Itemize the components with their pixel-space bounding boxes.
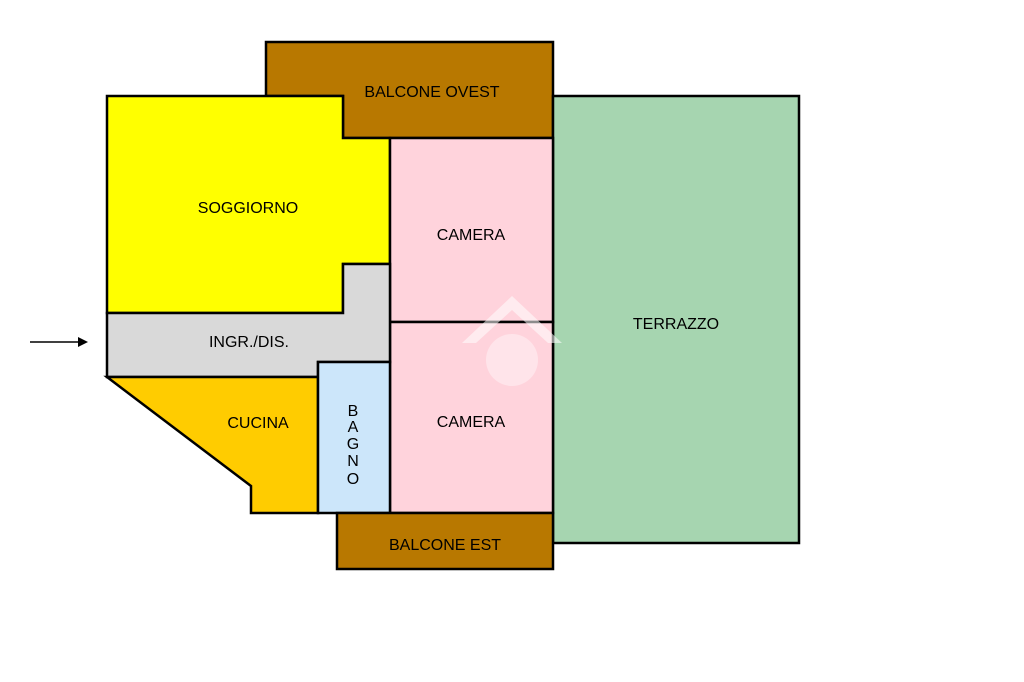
label-cucina: CUCINA [227, 415, 289, 432]
label-balcone-est: BALCONE EST [389, 537, 501, 554]
room-balcone-est [335, 511, 555, 571]
label-bagno-letter: N [347, 453, 359, 470]
label-bagno-letter: G [347, 436, 359, 453]
label-terrazzo: TERRAZZO [633, 316, 719, 333]
label-bagno-letter: B [348, 403, 359, 420]
label-camera-top: CAMERA [437, 227, 506, 244]
label-bagno: B A G N O [347, 403, 359, 488]
label-ingresso: INGR./DIS. [209, 334, 289, 351]
room-terrazzo [551, 94, 801, 545]
label-soggiorno: SOGGIORNO [198, 200, 298, 217]
label-balcone-ovest: BALCONE OVEST [364, 84, 499, 101]
entrance-arrow-icon [30, 337, 88, 347]
house-watermark-icon [462, 296, 562, 386]
label-bagno-letter: A [348, 419, 359, 436]
label-camera-bottom: CAMERA [437, 414, 506, 431]
room-camera-bottom [388, 320, 555, 515]
label-bagno-letter: O [347, 471, 359, 488]
room-cucina [103, 375, 320, 515]
